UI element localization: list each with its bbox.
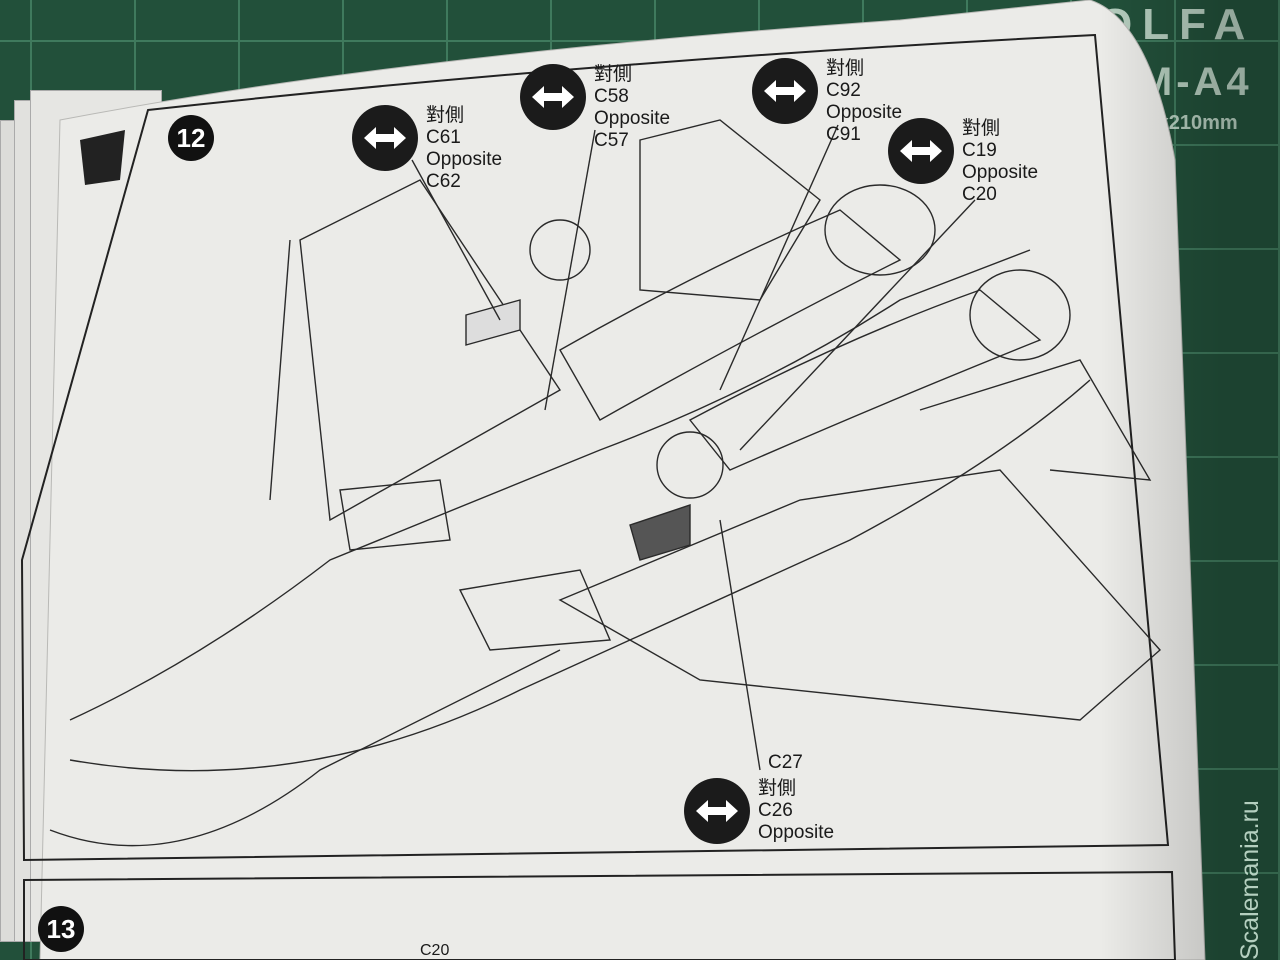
leader-c58 xyxy=(544,129,596,411)
vertical-tail-right xyxy=(639,119,821,301)
callout-alt-part: C62 xyxy=(426,171,461,192)
callout-word: Opposite xyxy=(426,149,503,170)
part-label-c27: C27 xyxy=(768,752,803,773)
horizontal-stabilizer xyxy=(919,359,1152,481)
callout-cn: 對側 xyxy=(758,778,797,799)
vertical-tail-left xyxy=(299,179,562,522)
callout-cn: 對側 xyxy=(426,105,465,126)
fuselage-bottom-line xyxy=(69,379,1091,772)
callout-alt-part: C57 xyxy=(594,130,629,151)
double-arrow-icon xyxy=(684,778,750,844)
callout-part: C19 xyxy=(962,140,997,161)
callout-alt-part: C20 xyxy=(962,184,997,205)
previous-step-badge xyxy=(80,130,125,185)
main-wing xyxy=(558,469,1161,721)
step-13-frame xyxy=(23,870,1177,960)
callout-word: Opposite xyxy=(758,822,835,843)
fuselage-belly-line xyxy=(49,649,561,847)
engine-nozzle-upper xyxy=(824,184,936,276)
fuselage-top-line xyxy=(69,249,1031,721)
leader-c92 xyxy=(719,124,839,391)
double-arrow-icon xyxy=(888,118,954,184)
step-13-partial-label: C20 xyxy=(420,942,450,959)
engine-nozzle-lower xyxy=(969,269,1071,361)
callout-word: Opposite xyxy=(962,162,1039,183)
callout-alt-part: C91 xyxy=(826,124,861,145)
callout-part: C92 xyxy=(826,80,861,101)
leader-c61 xyxy=(411,159,501,321)
part-c27-bracket xyxy=(629,504,691,561)
engine-nacelle-upper xyxy=(559,209,902,421)
wheel-bay-front xyxy=(339,479,451,551)
tail-edge xyxy=(269,239,291,501)
wheel-bay-main xyxy=(458,569,612,651)
compressor-face-c26 xyxy=(656,431,724,499)
callout-part: C61 xyxy=(426,127,461,148)
next-step-number-badge: 13 xyxy=(38,906,84,952)
callout-word: Opposite xyxy=(594,108,671,129)
compressor-face-c58 xyxy=(529,219,591,281)
aircraft-drawing xyxy=(49,119,1161,847)
callout-part: C58 xyxy=(594,86,629,107)
part-c61-block xyxy=(465,299,521,346)
double-arrow-icon xyxy=(520,64,586,130)
paper-sheet xyxy=(39,0,1206,960)
leader-c26 xyxy=(719,519,761,771)
callout-part: C26 xyxy=(758,800,793,821)
site-watermark: Scalemania.ru xyxy=(1236,800,1264,960)
callout-cn: 對側 xyxy=(826,58,865,79)
double-arrow-icon xyxy=(352,105,418,171)
callout-word: Opposite xyxy=(826,102,903,123)
step-12-frame xyxy=(20,33,1170,862)
callout-cn: 對側 xyxy=(594,64,633,85)
double-arrow-icon xyxy=(752,58,818,124)
step-number-badge: 12 xyxy=(168,115,214,161)
engine-nacelle-lower xyxy=(688,289,1042,471)
callout-cn: 對側 xyxy=(962,118,1001,139)
leader-c19 xyxy=(739,199,976,451)
